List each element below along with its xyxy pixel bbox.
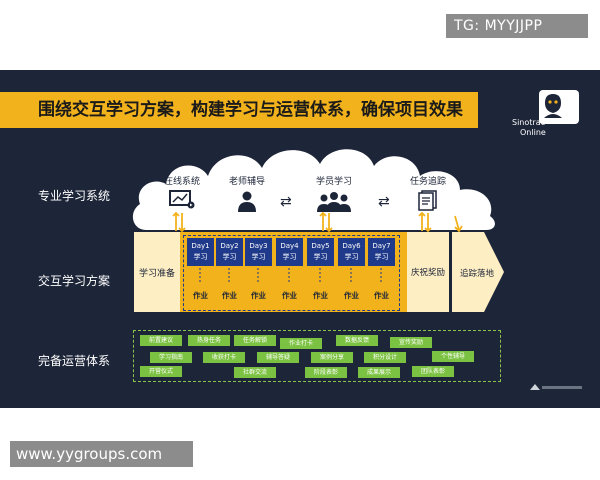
ops-tag: 积分设计 xyxy=(364,352,406,363)
slide: 围绕交互学习方案，构建学习与运营体系，确保项目效果 Sinotrac Onlin… xyxy=(0,70,600,408)
slide-title: 围绕交互学习方案，构建学习与运营体系，确保项目效果 xyxy=(38,100,463,120)
day-label: Day3 xyxy=(249,242,268,250)
day-connector-lines xyxy=(199,268,382,284)
day-box: Day4 学习 xyxy=(276,238,303,266)
row-label-ops: 完备运营体系 xyxy=(38,354,111,368)
group-learners-icon xyxy=(317,192,351,212)
updown-arrow-icon xyxy=(172,211,186,233)
ops-tag: 宣传奖励 xyxy=(390,337,432,348)
day-label: Day6 xyxy=(342,242,361,250)
node-learner-label: 学员学习 xyxy=(315,177,352,187)
day-box: Day6 学习 xyxy=(338,238,365,266)
ops-tag: 个性辅导 xyxy=(432,351,474,362)
node-online-label: 在线系统 xyxy=(163,177,200,187)
document-stack-icon xyxy=(418,190,437,211)
ops-tag: 作业打卡 xyxy=(280,338,322,349)
day-label: Day7 xyxy=(372,242,391,250)
homework-box: 作业 xyxy=(245,284,272,308)
day-sub: 学习 xyxy=(374,253,389,261)
cloud-shape xyxy=(132,149,495,230)
presentation-board-icon xyxy=(169,190,195,209)
plan-follow: 追踪落地 xyxy=(460,269,495,279)
day-box: Day7 学习 xyxy=(368,238,395,266)
day-box: Day1 学习 xyxy=(187,238,214,266)
logo-line2: Online xyxy=(520,128,546,137)
ops-tag: 前置建议 xyxy=(140,335,182,346)
swap-arrows-icon: ⇄ xyxy=(280,194,292,210)
node-tracking-label: 任务追踪 xyxy=(409,177,446,187)
ops-tag: 辅导答疑 xyxy=(257,352,299,363)
node-tutor-label: 老师辅导 xyxy=(228,177,265,187)
down-arrow-icon xyxy=(454,215,463,233)
row-label-system: 专业学习系统 xyxy=(38,189,111,203)
title-banner: 围绕交互学习方案，构建学习与运营体系，确保项目效果 xyxy=(0,92,478,128)
plan-celebrate: 庆祝奖励 xyxy=(407,232,449,312)
swap-arrows-icon-2: ⇄ xyxy=(378,194,390,210)
sinotrac-logo-icon xyxy=(539,90,579,124)
homework-box: 作业 xyxy=(276,284,303,308)
node-learner: 学员学习 xyxy=(308,174,360,216)
day-sub: 学习 xyxy=(344,253,359,261)
homework-box: 作业 xyxy=(216,284,243,308)
watermark-top: TG: MYYJJPP xyxy=(446,14,588,38)
ops-tag: 团队表彰 xyxy=(412,366,454,377)
day-box: Day5 学习 xyxy=(307,238,334,266)
day-label: Day4 xyxy=(280,242,299,250)
day-label: Day2 xyxy=(220,242,239,250)
ops-frame xyxy=(133,330,501,382)
day-sub: 学习 xyxy=(222,253,237,261)
day-label: Day5 xyxy=(311,242,330,250)
ops-tag: 阶段表彰 xyxy=(305,367,347,378)
row-label-plan: 交互学习方案 xyxy=(38,274,111,288)
teacher-icon xyxy=(238,191,256,212)
day-sub: 学习 xyxy=(251,253,266,261)
day-box: Day3 学习 xyxy=(245,238,272,266)
homework-box: 作业 xyxy=(187,284,214,308)
day-label: Day1 xyxy=(191,242,210,250)
node-online-system: 在线系统 xyxy=(160,174,204,214)
ops-tag: 任务解锁 xyxy=(234,335,276,346)
ops-tag: 成果展示 xyxy=(358,367,400,378)
day-box: Day2 学习 xyxy=(216,238,243,266)
updown-arrow-icon-2 xyxy=(319,211,333,233)
node-tutor: 老师辅导 xyxy=(225,174,269,216)
ops-tag: 案例分享 xyxy=(311,352,353,363)
ops-tag: 数据反馈 xyxy=(336,335,378,346)
watermark-bottom: www.yygroups.com xyxy=(10,441,193,467)
day-sub: 学习 xyxy=(193,253,208,261)
plan-prep: 学习准备 xyxy=(134,232,180,312)
ops-tag: 收获打卡 xyxy=(203,352,245,363)
corner-brand-icon xyxy=(530,384,582,390)
ops-tag: 社群交流 xyxy=(234,367,276,378)
updown-arrow-icon-3 xyxy=(418,211,432,233)
ops-tag: 学习指南 xyxy=(150,352,192,363)
ops-tag: 开营仪式 xyxy=(140,366,182,377)
homework-box: 作业 xyxy=(338,284,365,308)
homework-box: 作业 xyxy=(307,284,334,308)
day-sub: 学习 xyxy=(282,253,297,261)
node-tracking: 任务追踪 xyxy=(404,174,452,216)
ops-tag: 热身任务 xyxy=(188,335,230,346)
day-area-frame xyxy=(183,235,400,311)
homework-box: 作业 xyxy=(368,284,395,308)
day-sub: 学习 xyxy=(313,253,328,261)
logo-line1: Sinotrac xyxy=(512,118,545,127)
logo-text: Sinotrac Online xyxy=(512,118,546,138)
